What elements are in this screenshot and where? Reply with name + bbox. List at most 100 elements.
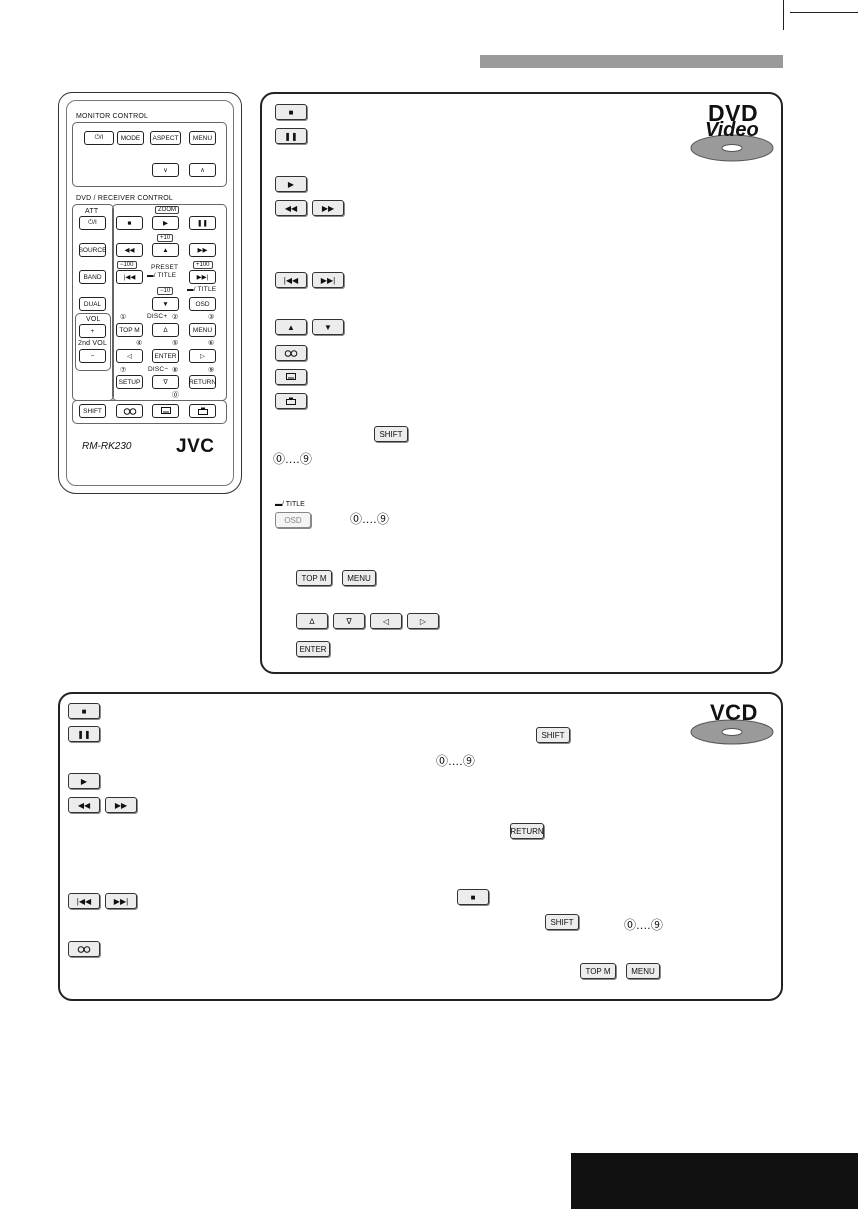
- cursor-up-button[interactable]: ∆: [152, 323, 179, 337]
- volume-group: [75, 313, 111, 371]
- subtitle-icon: [160, 407, 171, 414]
- dvd-number-keys-2: ⓪....⑨: [350, 512, 390, 526]
- digit-9: ⑨: [208, 367, 215, 374]
- digit-8: ⑧: [172, 367, 179, 374]
- cursor-right-button[interactable]: ▷: [189, 349, 216, 363]
- second-vol-label: 2nd VOL: [78, 340, 108, 347]
- plus100-label: +100: [193, 261, 213, 269]
- page-tab: [571, 1153, 858, 1209]
- remote-control-illustration: [58, 92, 242, 494]
- vcd-shift-key: SHIFT: [536, 727, 570, 743]
- dual-button[interactable]: DUAL: [79, 297, 106, 311]
- dvd-stop-key: ■: [275, 104, 307, 120]
- vcd-number-keys-2: ⓪....⑨: [624, 918, 664, 932]
- fast-forward-button[interactable]: ▶▶: [189, 243, 216, 257]
- audio-button[interactable]: [116, 404, 143, 418]
- dvd-video-panel: [260, 92, 783, 674]
- dvd-cursor-down-key: ∇: [333, 613, 365, 629]
- dvd-cursor-left-key: ◁: [370, 613, 402, 629]
- subtitle-button[interactable]: [152, 404, 179, 418]
- play-zoom-button[interactable]: ▶: [152, 216, 179, 230]
- aspect-button[interactable]: ASPECT: [150, 131, 181, 145]
- up-button[interactable]: ▲: [152, 243, 179, 257]
- vcd-stop-key-2: ■: [457, 889, 489, 905]
- monitor-power-button[interactable]: ⏻/I: [84, 131, 114, 145]
- mode-button[interactable]: MODE: [117, 131, 144, 145]
- dvd-osd-key: OSD: [275, 512, 311, 528]
- audio-icon: [284, 349, 298, 357]
- digit-0: ⓪: [172, 392, 179, 399]
- vcd-prev-key: |◀◀: [68, 893, 100, 909]
- subtitle-icon: [286, 373, 296, 380]
- dvd-subtitle-key: [275, 369, 307, 385]
- section-header-bar: [480, 55, 783, 68]
- dvd-video-logo: DVD Video: [688, 100, 774, 169]
- vcd-logo-text: VCD: [710, 700, 758, 725]
- dvd-cursor-up-key: ∆: [296, 613, 328, 629]
- digit-1: ①: [120, 314, 127, 321]
- stop-button[interactable]: ■: [116, 216, 143, 230]
- audio-icon: [123, 407, 136, 415]
- digit-6: ⑥: [208, 340, 215, 347]
- osd-button[interactable]: OSD: [189, 297, 216, 311]
- top-menu-button[interactable]: TOP M: [116, 323, 143, 337]
- digit-7: ⑦: [120, 367, 127, 374]
- att-power-button[interactable]: ⏻/I: [79, 216, 106, 230]
- vol-minus-button[interactable]: −: [79, 349, 106, 363]
- dvd-menu-button[interactable]: MENU: [189, 323, 216, 337]
- shift-button[interactable]: SHIFT: [79, 404, 106, 418]
- monitor-down-button[interactable]: ∨: [152, 163, 179, 177]
- enter-button[interactable]: ENTER: [152, 349, 179, 363]
- pause-button[interactable]: ❚❚: [189, 216, 216, 230]
- next-button[interactable]: ▶▶|: [189, 270, 216, 284]
- crop-mark-vertical: [783, 0, 784, 30]
- setup-button[interactable]: SETUP: [116, 375, 143, 389]
- dvd-prev-key: |◀◀: [275, 272, 307, 288]
- dvd-rewind-key: ◀◀: [275, 200, 307, 216]
- preset-label: PRESET: [151, 264, 179, 271]
- crop-mark-horizontal: [790, 12, 858, 13]
- dvd-logo-text: DVD: [708, 100, 759, 126]
- previous-button[interactable]: |◀◀: [116, 270, 143, 284]
- cursor-left-button[interactable]: ◁: [116, 349, 143, 363]
- vcd-return-key: RETURN: [510, 823, 544, 839]
- dvd-next-key: ▶▶|: [312, 272, 344, 288]
- dvd-menu-key: MENU: [342, 570, 376, 586]
- rewind-button[interactable]: ◀◀: [116, 243, 143, 257]
- dvd-ff-key: ▶▶: [312, 200, 344, 216]
- video-logo-text: Video: [705, 119, 759, 141]
- dvd-pause-key: ❚❚: [275, 128, 307, 144]
- angle-button[interactable]: [189, 404, 216, 418]
- down-button[interactable]: ▼: [152, 297, 179, 311]
- dvd-cursor-right-key: ▷: [407, 613, 439, 629]
- title-label: ▬/ TITLE: [147, 272, 177, 279]
- vcd-next-key: ▶▶|: [105, 893, 137, 909]
- vol-plus-button[interactable]: +: [79, 324, 106, 338]
- vcd-pause-key: ❚❚: [68, 726, 100, 742]
- return-button[interactable]: RETURN: [189, 375, 216, 389]
- cursor-down-button[interactable]: ∇: [152, 375, 179, 389]
- dvd-angle-key: [275, 393, 307, 409]
- vcd-play-key: ▶: [68, 773, 100, 789]
- title-label-2: ▬/ TITLE: [187, 286, 217, 293]
- dvd-top-menu-key: TOP M: [296, 570, 332, 586]
- vcd-panel: [58, 692, 783, 1001]
- source-button[interactable]: SOURCE: [79, 243, 106, 257]
- menu-button[interactable]: MENU: [189, 131, 216, 145]
- monitor-control-label: MONITOR CONTROL: [76, 113, 149, 120]
- dvd-up-key: ▲: [275, 319, 307, 335]
- vcd-top-menu-key: TOP M: [580, 963, 616, 979]
- disc-plus-label: DISC+: [147, 313, 168, 320]
- vcd-menu-key: MENU: [626, 963, 660, 979]
- vcd-rewind-key: ◀◀: [68, 797, 100, 813]
- plus10-label: +10: [157, 234, 174, 242]
- remote-control-face: [66, 100, 234, 486]
- vcd-ff-key: ▶▶: [105, 797, 137, 813]
- band-button[interactable]: BAND: [79, 270, 106, 284]
- dvd-enter-key: ENTER: [296, 641, 330, 657]
- zoom-label: ZOOM: [155, 206, 179, 214]
- monitor-up-button[interactable]: ∧: [189, 163, 216, 177]
- vol-label: VOL: [86, 316, 101, 323]
- disc-minus-label: DISC−: [148, 366, 169, 373]
- angle-icon: [197, 407, 208, 415]
